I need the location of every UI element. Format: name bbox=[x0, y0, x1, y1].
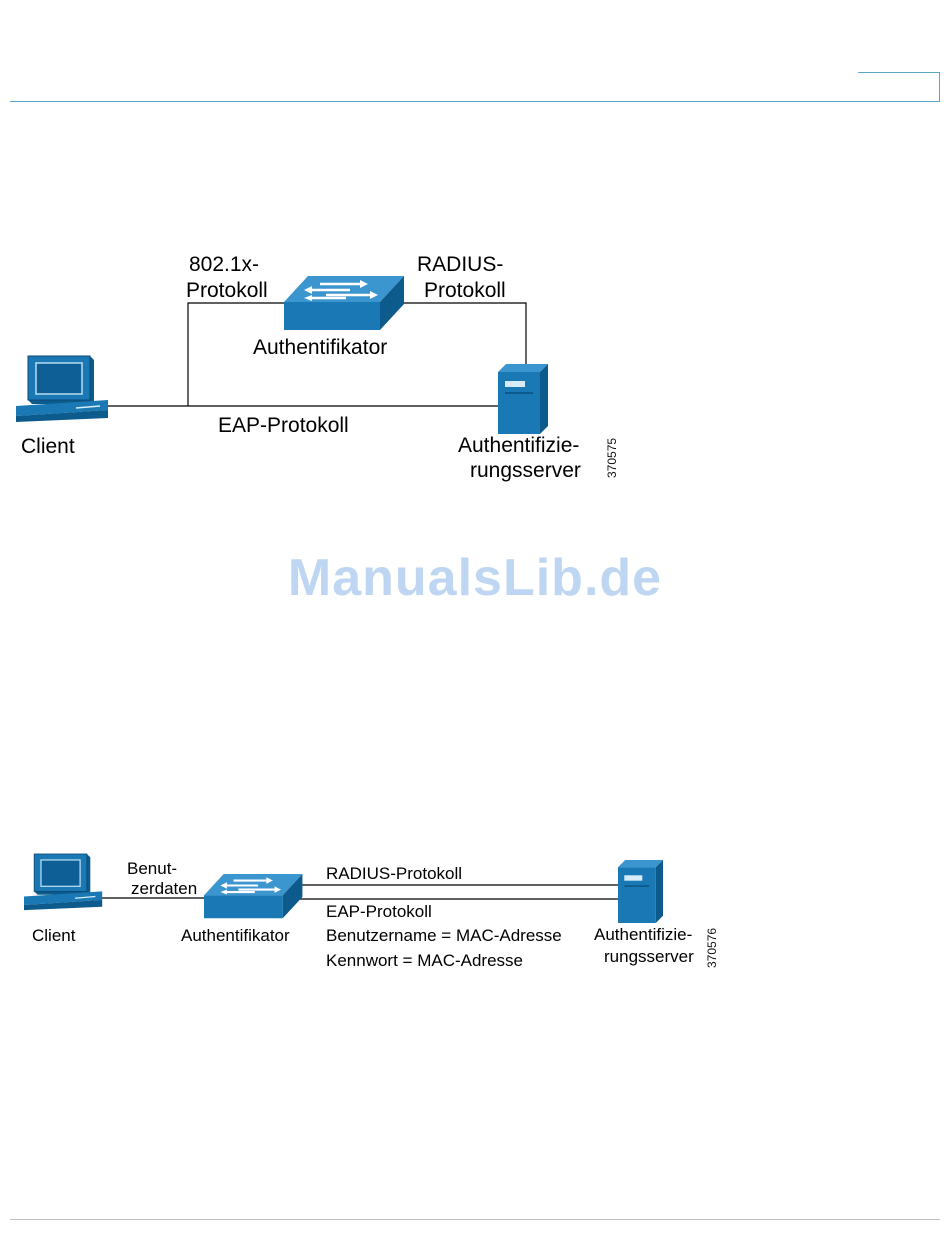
radius-label-2: Protokoll bbox=[424, 278, 506, 304]
figure-id-2: 370576 bbox=[705, 928, 719, 968]
switch-icon bbox=[284, 276, 404, 330]
computer-icon bbox=[24, 854, 102, 910]
protocol-8021x-label-1: 802.1x- bbox=[189, 252, 259, 278]
auth-server-label-1: Authentifizie- bbox=[458, 433, 579, 459]
watermark: ManualsLib.de bbox=[0, 548, 950, 608]
client-label-2: Client bbox=[32, 925, 75, 947]
user-data-label-1: Benut- bbox=[127, 858, 177, 880]
switch-icon bbox=[204, 874, 302, 918]
password-label: Kennwort = MAC-Adresse bbox=[326, 950, 523, 972]
radius-protocol-label-2: RADIUS-Protokoll bbox=[326, 863, 462, 885]
auth-server-label-2: rungsserver bbox=[470, 458, 581, 484]
protocol-8021x-label-2: Protokoll bbox=[186, 278, 268, 304]
auth-server-label-2a: Authentifizie- bbox=[594, 924, 692, 946]
eap-protocol-label-2: EAP-Protokoll bbox=[326, 901, 432, 923]
user-data-label-2: zerdaten bbox=[131, 878, 197, 900]
server-icon bbox=[618, 860, 663, 923]
username-label: Benutzername = MAC-Adresse bbox=[326, 925, 562, 947]
figure-id-1: 370575 bbox=[605, 438, 619, 478]
radius-line bbox=[400, 303, 526, 366]
authenticator-label: Authentifikator bbox=[253, 335, 387, 361]
authenticator-label-2: Authentifikator bbox=[181, 925, 290, 947]
auth-server-label-2b: rungsserver bbox=[604, 946, 694, 968]
server-icon bbox=[498, 364, 548, 434]
client-label: Client bbox=[21, 434, 75, 460]
computer-icon bbox=[16, 356, 108, 422]
eap-protocol-label: EAP-Protokoll bbox=[218, 413, 349, 439]
radius-label-1: RADIUS- bbox=[417, 252, 503, 278]
